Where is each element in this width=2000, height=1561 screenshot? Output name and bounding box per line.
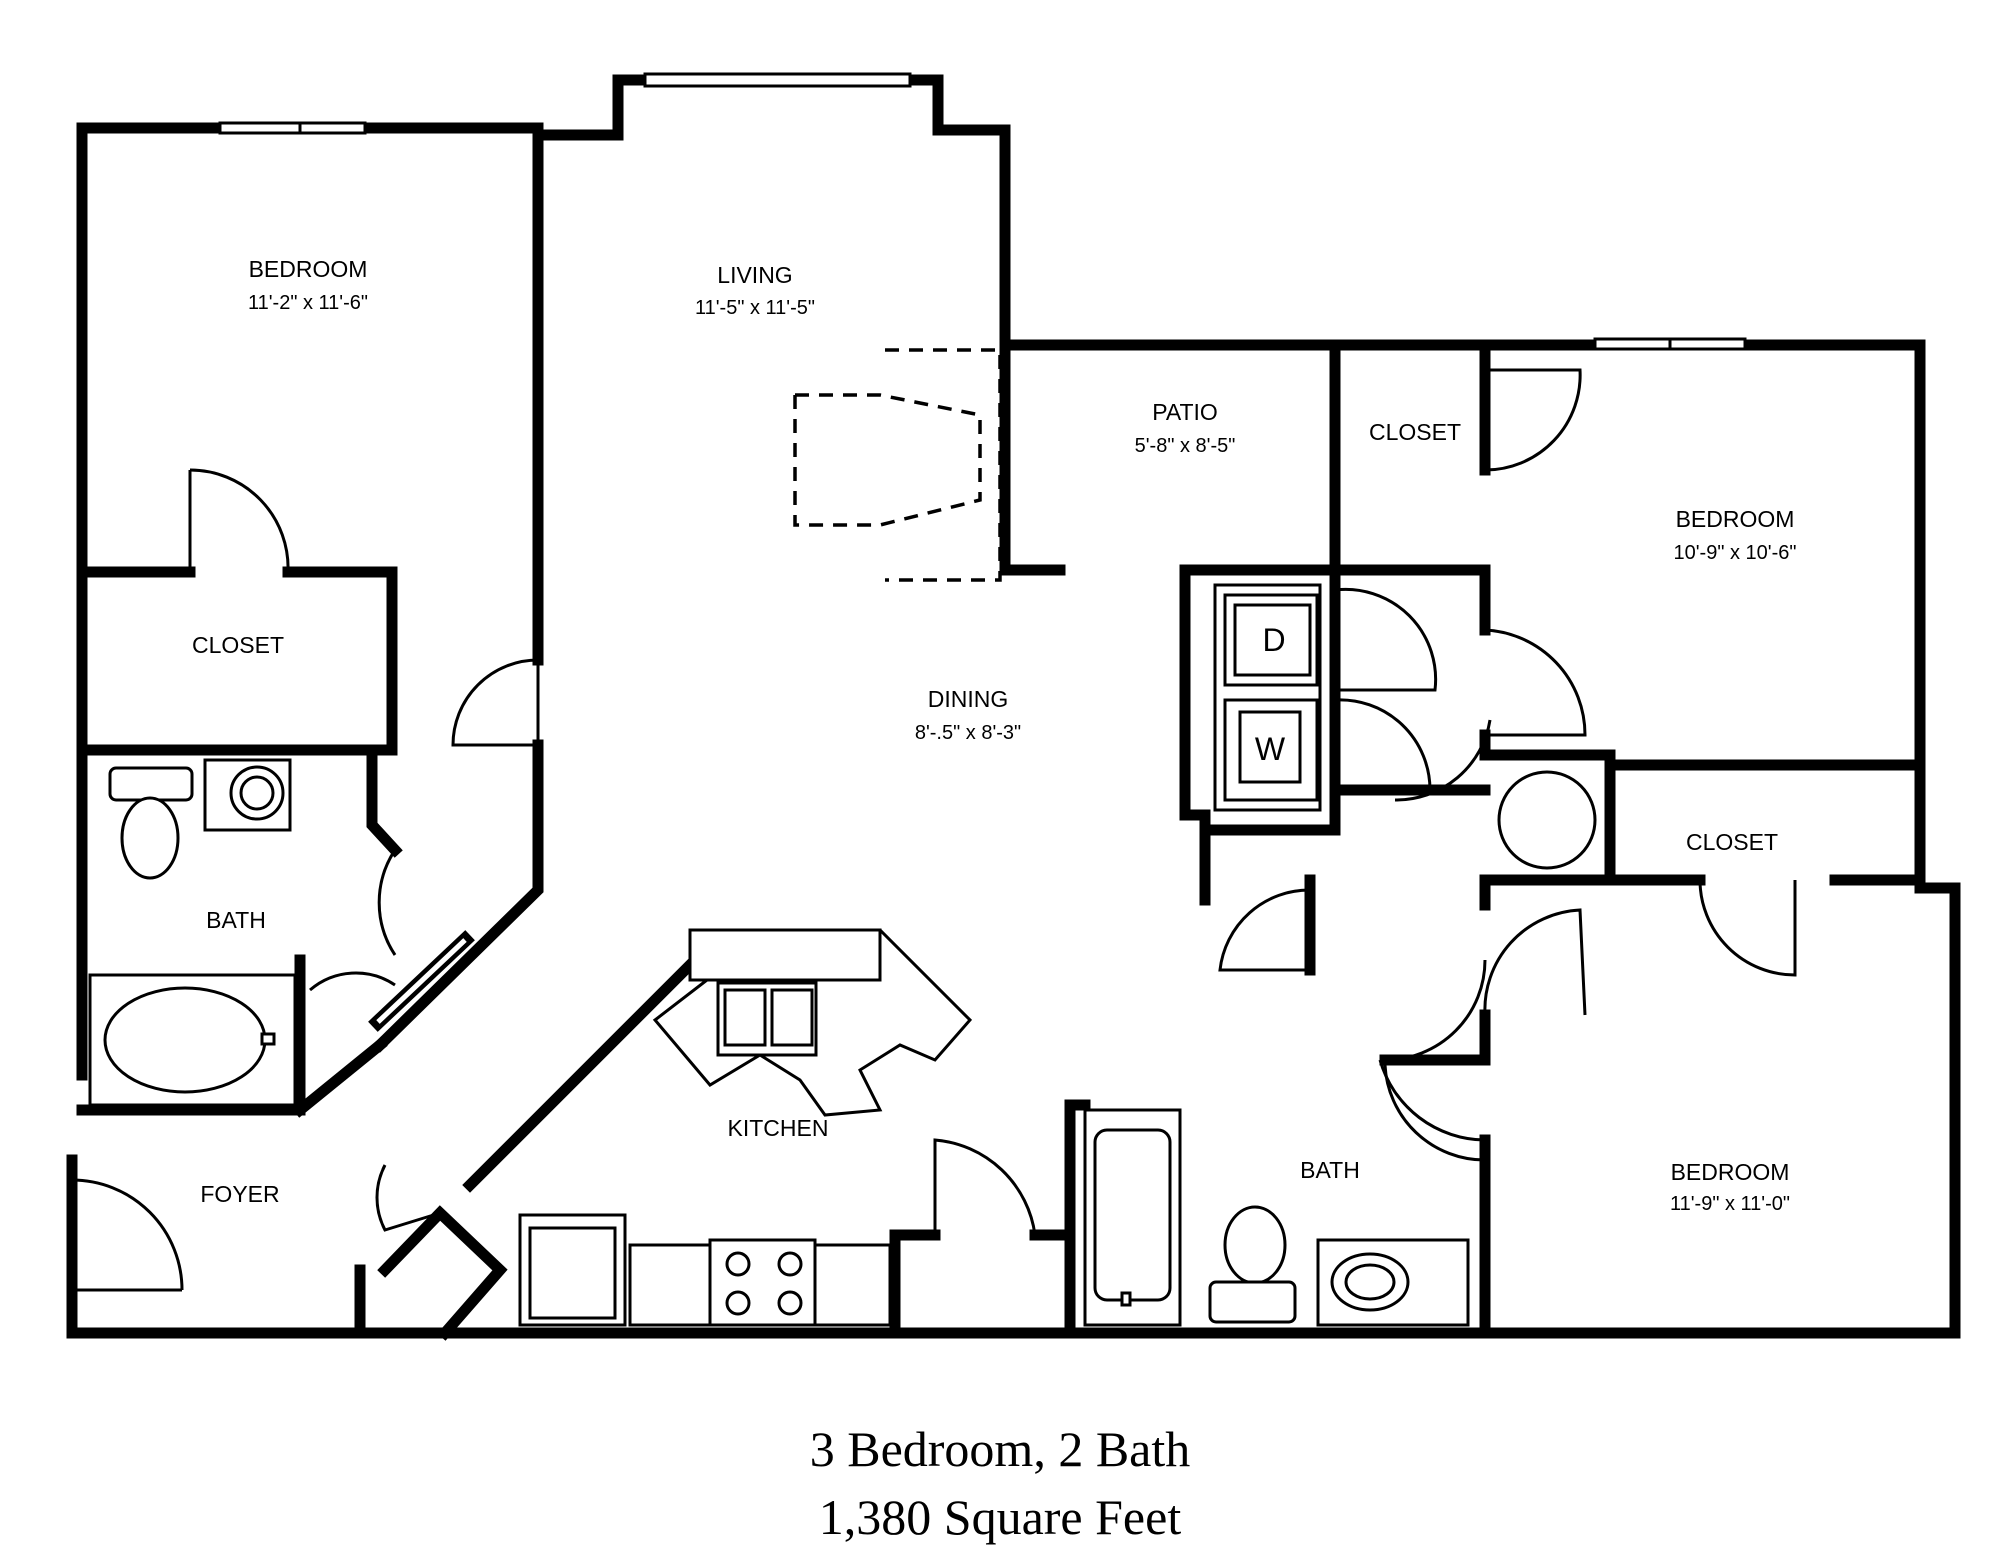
- toilet-tank-2: [1208, 1280, 1297, 1324]
- room-name-closet-1: CLOSET: [192, 632, 284, 658]
- plan-caption-line-2: 1,380 Square Feet: [818, 1489, 1182, 1545]
- room-name-closet-3: CLOSET: [1686, 829, 1778, 855]
- room-name-kitchen: KITCHEN: [728, 1115, 829, 1141]
- room-name-patio: PATIO: [1152, 399, 1218, 425]
- room-size-living: 11'-5" x 11'-5": [695, 297, 815, 319]
- room-name-bath-2: BATH: [1300, 1157, 1360, 1183]
- toilet-bowl-2: [1223, 1205, 1287, 1285]
- room-name-bedroom-3: BEDROOM: [1671, 1159, 1790, 1185]
- toilet-tank-1: [108, 766, 194, 802]
- room-name-foyer: FOYER: [200, 1181, 279, 1207]
- room-name-bedroom-2: BEDROOM: [1676, 506, 1795, 532]
- toilet-bowl-1: [120, 796, 180, 880]
- fixtures: [88, 583, 1597, 1327]
- fireplace-outline: [793, 348, 1002, 582]
- water-heater: [1497, 770, 1597, 870]
- doors: [70, 368, 1797, 1292]
- room-size-patio: 5'-8" x 8'-5": [1135, 435, 1236, 457]
- windows: [218, 72, 1747, 1032]
- dryer-label: D: [1262, 622, 1285, 658]
- interior-walls: [76, 129, 1926, 1341]
- washer-label: W: [1255, 731, 1286, 767]
- room-name-living: LIVING: [717, 262, 792, 288]
- room-name-bath-1: BATH: [206, 907, 266, 933]
- room-name-dining: DINING: [928, 686, 1009, 712]
- range: [708, 1238, 817, 1327]
- room-size-dining: 8'-.5" x 8'-3": [915, 722, 1021, 744]
- room-size-bedroom-2: 10'-9" x 10'-6": [1673, 542, 1796, 564]
- room-name-closet-patio: CLOSET: [1369, 419, 1461, 445]
- room-size-bedroom-3: 11'-9" x 11'-0": [1670, 1193, 1790, 1215]
- plan-caption-line-1: 3 Bedroom, 2 Bath: [809, 1421, 1191, 1477]
- room-name-bedroom-1: BEDROOM: [249, 256, 368, 282]
- room-labels: BEDROOM 11'-2" x 11'-6" LIVING 11'-5" x …: [192, 256, 1797, 1215]
- room-size-bedroom-1: 11'-2" x 11'-6": [248, 292, 368, 314]
